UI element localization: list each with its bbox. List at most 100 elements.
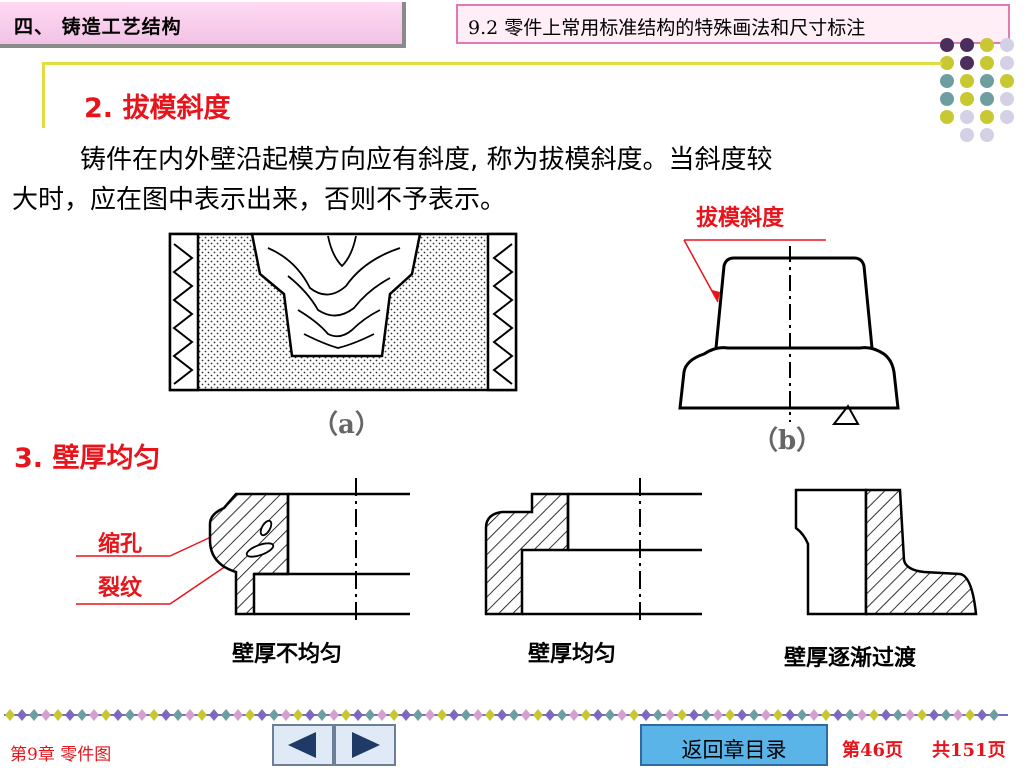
rule-bead [341, 709, 351, 721]
rule-bead [461, 709, 471, 721]
rule-bead [809, 709, 819, 721]
heading-draft-angle: 2. 拔模斜度 [84, 93, 231, 124]
page-total: 共151页 [932, 740, 1006, 761]
figure-b-caption: （b） [752, 426, 823, 456]
rule-bead [593, 709, 603, 721]
rule-bead [413, 709, 423, 721]
rule-bead [665, 709, 675, 721]
rule-bead [737, 709, 747, 721]
rule-bead [761, 709, 771, 721]
rule-bead [41, 709, 51, 721]
rule-bead [5, 709, 15, 721]
rule-bead [209, 709, 219, 721]
rule-bead [197, 709, 207, 721]
rule-bead [53, 709, 63, 721]
caption-wall-gradual: 壁厚逐渐过渡 [784, 646, 917, 671]
rule-bead [797, 709, 807, 721]
figure-wall-gradual [794, 488, 978, 616]
rule-bead [653, 709, 663, 721]
decorative-bracket [42, 62, 942, 128]
rule-bead [773, 709, 783, 721]
heading-wall-thickness: 3. 壁厚均匀 [14, 443, 161, 474]
rule-bead [857, 709, 867, 721]
rule-bead [449, 709, 459, 721]
footer-chapter: 第9章 零件图 [10, 745, 112, 765]
rule-bead [941, 709, 951, 721]
rule-bead [485, 709, 495, 721]
rule-bead [257, 709, 267, 721]
rule-bead [293, 709, 303, 721]
rule-bead [545, 709, 555, 721]
rule-bead [173, 709, 183, 721]
rule-bead [65, 709, 75, 721]
label-shrinkage-cavity: 缩孔 [98, 532, 143, 557]
rule-bead [17, 709, 27, 721]
rule-bead [569, 709, 579, 721]
prev-page-button[interactable] [272, 724, 334, 766]
rule-bead [989, 709, 999, 721]
rule-bead [161, 709, 171, 721]
rule-bead [677, 709, 687, 721]
rule-bead [893, 709, 903, 721]
rule-bead [473, 709, 483, 721]
rule-bead [353, 709, 363, 721]
decorative-dots [930, 38, 1024, 148]
section-tab: 四、 铸造工艺结构 [0, 2, 406, 48]
figure-a-caption: （a） [312, 410, 381, 440]
rule-bead [125, 709, 135, 721]
rule-bead [113, 709, 123, 721]
rule-bead [497, 709, 507, 721]
back-to-toc-label: 返回章目录 [681, 738, 787, 762]
triangle-left-icon [288, 732, 316, 758]
rule-bead [869, 709, 879, 721]
page-current: 第46页 [842, 740, 904, 761]
rule-bead [101, 709, 111, 721]
rule-bead [629, 709, 639, 721]
chapter-title-box: 9.2 零件上常用标准结构的特殊画法和尺寸标注 [456, 4, 1010, 44]
label-draft-angle: 拔模斜度 [696, 206, 785, 231]
rule-bead [881, 709, 891, 721]
rule-bead [521, 709, 531, 721]
rule-bead [929, 709, 939, 721]
rule-bead [329, 709, 339, 721]
rule-bead [725, 709, 735, 721]
rule-bead [305, 709, 315, 721]
rule-bead [233, 709, 243, 721]
rule-bead [137, 709, 147, 721]
rule-bead [437, 709, 447, 721]
rule-bead [689, 709, 699, 721]
rule-bead [917, 709, 927, 721]
rule-bead [845, 709, 855, 721]
rule-bead [905, 709, 915, 721]
rule-bead [965, 709, 975, 721]
section-title: 四、 铸造工艺结构 [14, 16, 182, 38]
rule-bead [953, 709, 963, 721]
rule-bead [245, 709, 255, 721]
rule-bead [401, 709, 411, 721]
rule-bead [389, 709, 399, 721]
back-to-chapter-toc-button[interactable]: 返回章目录 [640, 724, 828, 766]
next-page-button[interactable] [334, 724, 396, 766]
rule-bead [221, 709, 231, 721]
rule-bead [29, 709, 39, 721]
rule-bead [533, 709, 543, 721]
label-crack: 裂纹 [98, 576, 143, 601]
rule-bead [281, 709, 291, 721]
rule-bead [977, 709, 987, 721]
rule-bead [833, 709, 843, 721]
rule-bead [617, 709, 627, 721]
rule-bead [269, 709, 279, 721]
rule-bead [785, 709, 795, 721]
chapter-title: 9.2 零件上常用标准结构的特殊画法和尺寸标注 [468, 17, 866, 39]
footer-decorative-rule [4, 709, 1008, 721]
rule-bead [581, 709, 591, 721]
rule-bead [821, 709, 831, 721]
rule-bead [185, 709, 195, 721]
rule-bead [509, 709, 519, 721]
rule-bead [605, 709, 615, 721]
paragraph-line-2: 大时，应在图中表示出来，否则不予表示。 [12, 185, 507, 215]
rule-bead [713, 709, 723, 721]
rule-bead [701, 709, 711, 721]
figure-wall-even [484, 478, 702, 624]
figure-wall-uneven [76, 478, 410, 624]
